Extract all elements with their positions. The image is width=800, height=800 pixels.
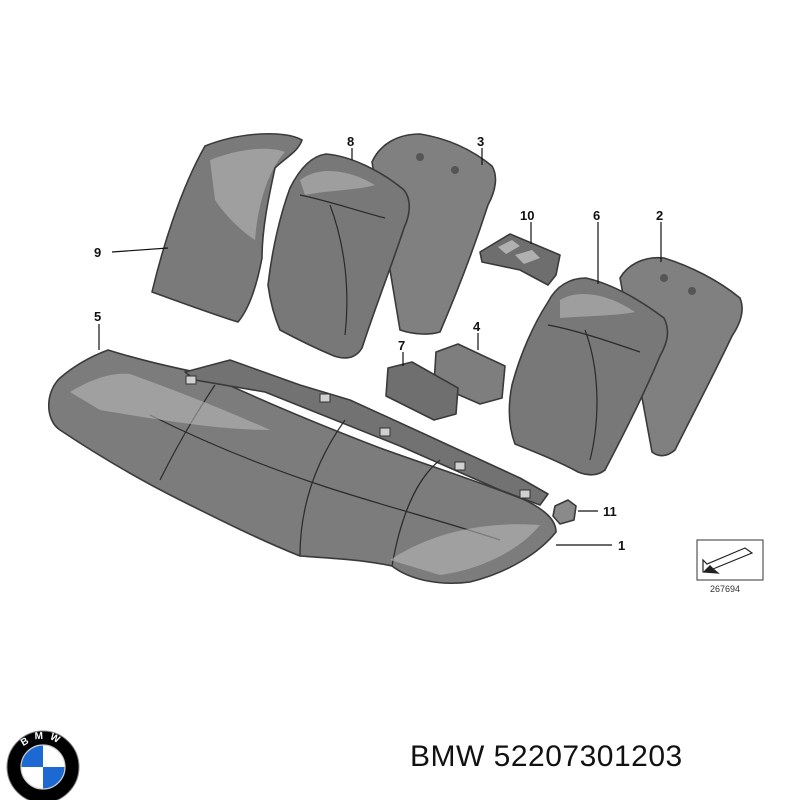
callout-5: 5 [94,309,101,324]
callout-3: 3 [477,134,484,149]
bmw-logo: BMW [6,730,80,800]
caption-brand: BMW [410,740,485,773]
callout-9: 9 [94,245,101,260]
part-2-backrest-shell [619,256,743,457]
callout-11: 11 [603,504,617,519]
caption-part-number: 52207301203 [493,740,683,773]
callout-6: 6 [593,208,600,223]
leader-lines [98,148,662,546]
callout-2: 2 [656,208,663,223]
part-5-seat-cushion [48,349,557,585]
part-9-side-bolster [151,133,303,323]
part-8-backrest-cover [267,153,411,359]
caption: BMW 52207301203 [410,740,683,774]
part-11-clip [552,499,577,525]
part-10-bracket [479,233,561,286]
part-7-cover [385,361,459,421]
part-3-backrest-shell [371,133,497,335]
reference-box [696,539,764,581]
callout-numbers: 8 3 10 6 2 9 5 4 7 11 1 [94,134,663,553]
callout-4: 4 [473,319,481,334]
callout-10: 10 [520,208,534,223]
callout-1: 1 [618,538,625,553]
direction-arrow-icon [702,547,754,574]
part-6-backrest-cover [508,277,669,476]
reference-number: 267694 [710,584,741,594]
callout-8: 8 [347,134,354,149]
callout-7: 7 [398,338,405,353]
parts-diagram: 8 3 10 6 2 9 5 4 7 11 1 [48,133,764,585]
